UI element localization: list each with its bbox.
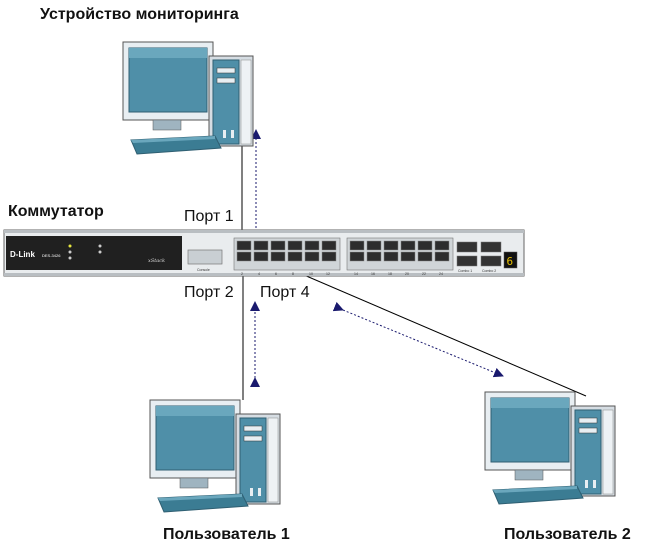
rj45-port-icon bbox=[383, 251, 399, 262]
rj45-port-icon bbox=[321, 251, 337, 262]
traffic-arrow-user2 bbox=[332, 301, 504, 378]
link-user2-port4 bbox=[282, 265, 587, 397]
port-number: 22 bbox=[422, 272, 426, 276]
rj45-port-icon bbox=[236, 251, 252, 262]
rj45-port-icon bbox=[434, 251, 450, 262]
rj45-port-icon bbox=[304, 251, 320, 262]
user2-pc-icon bbox=[484, 391, 616, 505]
port-number: 14 bbox=[354, 272, 358, 276]
port-number: 18 bbox=[388, 272, 392, 276]
port-block-2: 14 16 18 20 22 24 bbox=[346, 237, 454, 276]
rj45-port-icon bbox=[400, 240, 416, 251]
rj45-port-icon bbox=[287, 240, 303, 251]
rj45-port-icon bbox=[321, 240, 337, 251]
monitoring-pc-icon bbox=[122, 41, 254, 155]
switch-series: xStack bbox=[148, 258, 165, 264]
port-number: 6 bbox=[275, 272, 277, 276]
rj45-port-icon bbox=[349, 251, 365, 262]
port2-label: Порт 2 bbox=[184, 284, 234, 301]
rj45-port-icon bbox=[434, 240, 450, 251]
port-number: 16 bbox=[371, 272, 375, 276]
port-number: 24 bbox=[439, 272, 443, 276]
rj45-port-icon bbox=[236, 240, 252, 251]
monitor-device-label: Устройство мониторинга bbox=[40, 6, 239, 23]
rj45-port-icon bbox=[270, 251, 286, 262]
rj45-port-icon bbox=[417, 240, 433, 251]
rj45-port-icon bbox=[287, 251, 303, 262]
combo-2-label: Combo 2 bbox=[482, 269, 496, 273]
rj45-port-icon bbox=[400, 251, 416, 262]
switch-brand: D-Link bbox=[10, 250, 35, 259]
switch-logo-panel bbox=[6, 236, 182, 270]
port-number: 20 bbox=[405, 272, 409, 276]
unit-display-digit: 6 bbox=[507, 255, 514, 268]
port-number: 10 bbox=[309, 272, 313, 276]
rj45-port-icon bbox=[349, 240, 365, 251]
user1-pc-icon bbox=[149, 399, 281, 513]
console-port-icon bbox=[187, 249, 223, 265]
user1-label: Пользователь 1 bbox=[163, 526, 290, 543]
rj45-port-icon bbox=[366, 251, 382, 262]
rj45-port-icon bbox=[253, 251, 269, 262]
switch-label: Коммутатор bbox=[8, 203, 104, 220]
port-number: 12 bbox=[326, 272, 330, 276]
switch-model: DES-3426 bbox=[42, 253, 61, 258]
combo-1-label: Combo 1 bbox=[458, 269, 472, 273]
port-number: 8 bbox=[292, 272, 294, 276]
port4-label: Порт 4 bbox=[260, 284, 310, 301]
port-number: 4 bbox=[258, 272, 260, 276]
port-number: 2 bbox=[241, 272, 243, 276]
rj45-port-icon bbox=[417, 251, 433, 262]
rj45-port-icon bbox=[270, 240, 286, 251]
port-block-1: 2 4 6 8 10 12 bbox=[233, 237, 341, 276]
rj45-port-icon bbox=[253, 240, 269, 251]
user2-label: Пользователь 2 bbox=[504, 526, 631, 543]
rj45-port-icon bbox=[366, 240, 382, 251]
rj45-port-icon bbox=[383, 240, 399, 251]
rj45-port-icon bbox=[304, 240, 320, 251]
port1-label: Порт 1 bbox=[184, 208, 234, 225]
unit-display bbox=[503, 251, 518, 269]
console-label: Console bbox=[197, 268, 210, 272]
